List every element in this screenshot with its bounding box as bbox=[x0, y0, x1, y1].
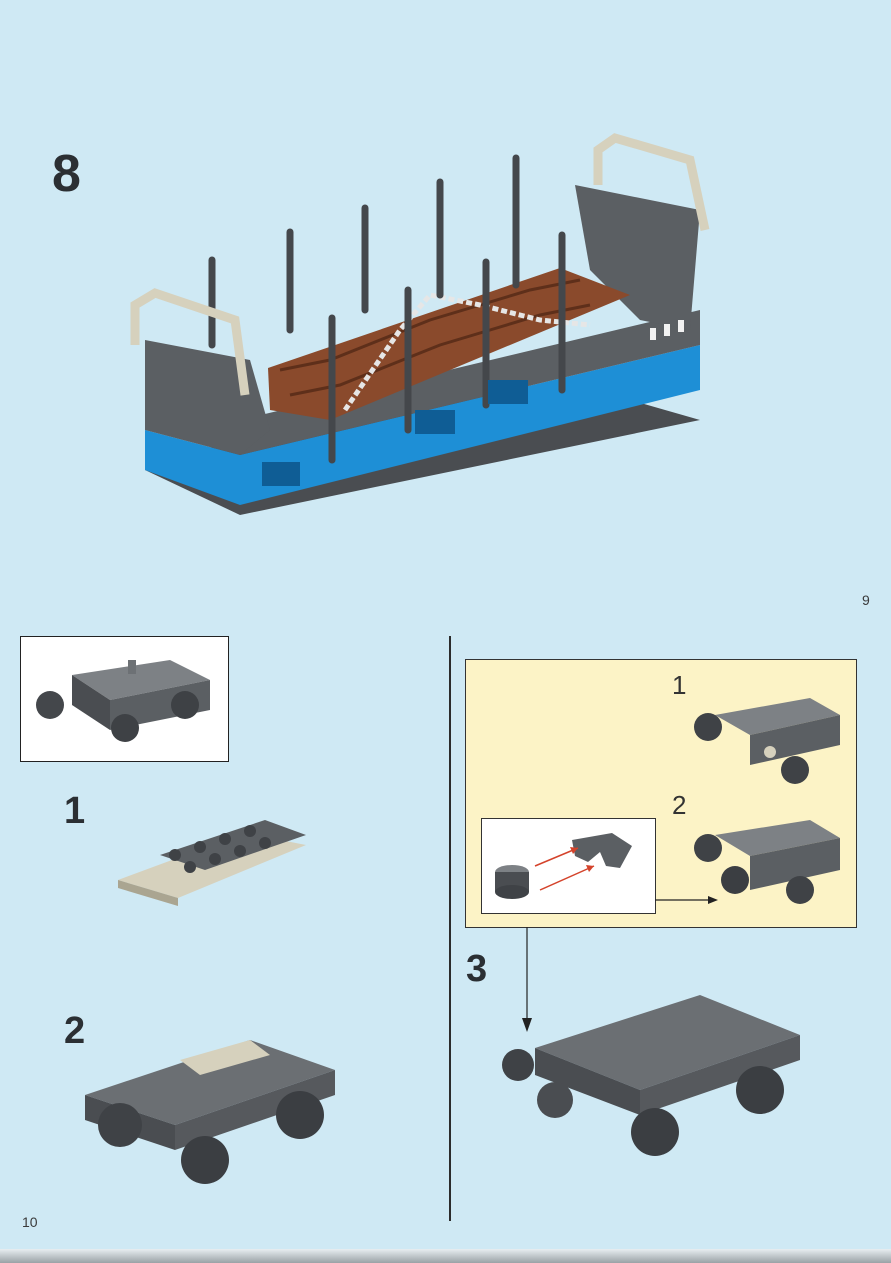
page-number-9: 9 bbox=[862, 592, 870, 608]
bottom-edge bbox=[0, 1249, 891, 1263]
step-number-3: 3 bbox=[466, 948, 488, 990]
column-divider bbox=[449, 636, 451, 1221]
step-number-1: 1 bbox=[64, 790, 86, 832]
step-number-8: 8 bbox=[52, 145, 81, 203]
substep-number-2: 2 bbox=[672, 790, 687, 820]
page-number-10: 10 bbox=[22, 1214, 38, 1230]
substep-number-1: 1 bbox=[672, 670, 687, 700]
step-number-2: 2 bbox=[64, 1010, 86, 1052]
